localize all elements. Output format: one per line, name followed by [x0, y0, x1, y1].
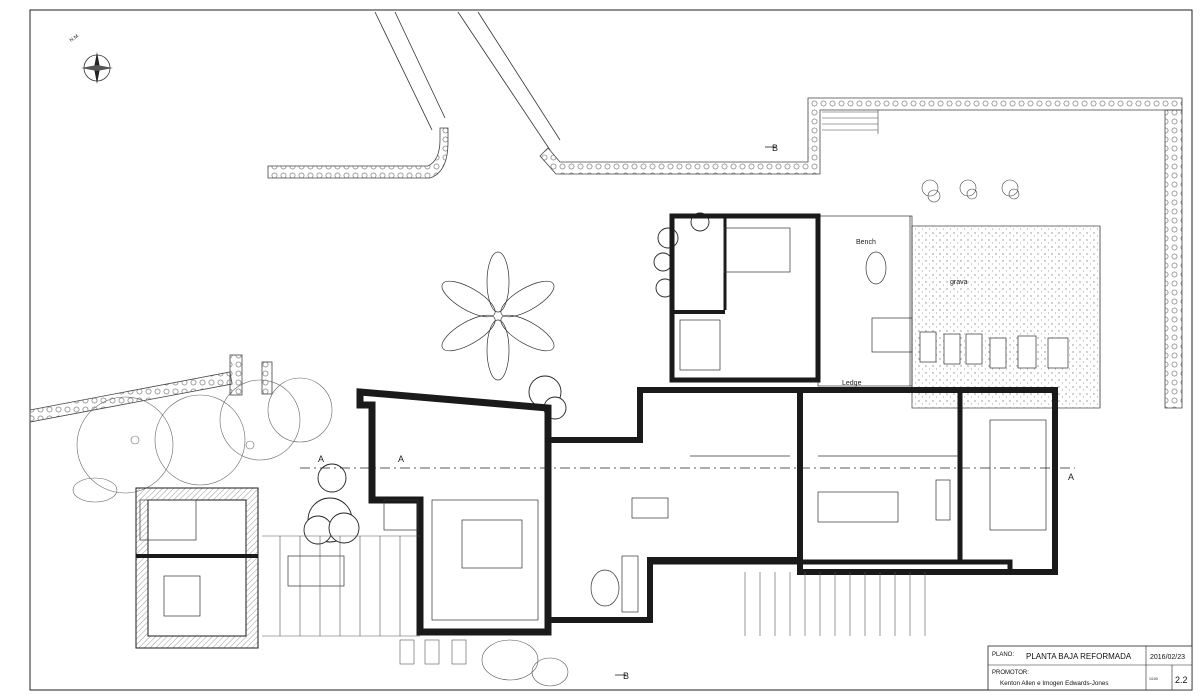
pergola [262, 535, 926, 637]
terrace-steps [822, 110, 879, 134]
garden-trees [72, 377, 333, 503]
north-arrow-icon: N.M. [69, 33, 113, 84]
section-b-bottom: B [623, 671, 629, 681]
north-label: N.M. [69, 33, 81, 44]
section-a-left: A [318, 454, 324, 464]
promotor-label: PROMOTOR: [992, 670, 1029, 676]
building-walls [135, 213, 1058, 649]
plano-label: PLANO: [992, 652, 1014, 658]
section-line-b: B B [615, 143, 778, 681]
shrub-group [921, 179, 1020, 203]
section-line-a: A A A [300, 454, 1075, 482]
section-a-right: A [1068, 472, 1074, 482]
stone-boundary-walls [29, 97, 1183, 423]
bench-label: Bench [856, 239, 876, 246]
scale-label: 1/100 [1149, 677, 1158, 681]
bottom-plants [399, 639, 569, 687]
plano-value: PLANTA BAJA REFORMADA [1026, 652, 1132, 661]
sheet-border [29, 9, 1193, 691]
gravel-area [911, 225, 1101, 409]
interior-details [139, 227, 1047, 621]
ledge-label: Ledge [842, 380, 862, 387]
section-a-mid: A [398, 454, 404, 464]
title-block: PLANO: PLANTA BAJA REFORMADA 2016/02/23 … [987, 645, 1193, 691]
sun-loungers [919, 331, 1069, 369]
palm-tree-icon [441, 251, 555, 381]
access-road [374, 11, 561, 151]
bench-area [817, 215, 913, 387]
grava-label: grava [950, 279, 968, 286]
promotor-value: Kenton Allen e Imogen Edwards-Jones [1000, 680, 1109, 687]
plan-date: 2016/02/23 [1150, 654, 1185, 661]
section-b-top: B [772, 143, 778, 153]
sheet-number: 2.2 [1175, 675, 1188, 685]
